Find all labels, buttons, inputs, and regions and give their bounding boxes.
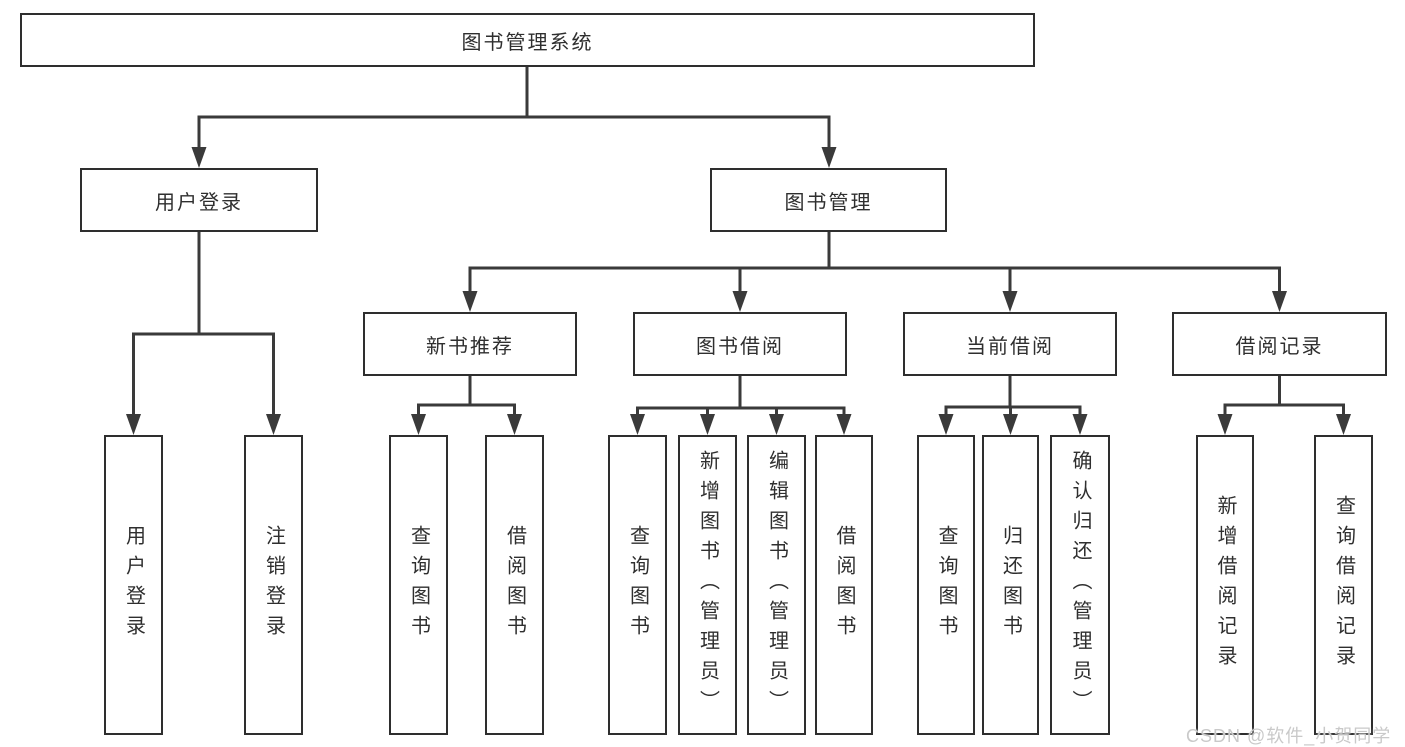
leaf-edit-books-admin: 编辑图书（管理员） [747,435,806,735]
connector-user-login [126,230,281,435]
leaf-label: 查询借阅记录 [1332,495,1355,675]
leaf-label: 用户登录 [122,525,145,645]
module-node-borrow-records: 借阅记录 [1172,312,1387,376]
leaf-label: 注销登录 [262,525,285,645]
leaf-label: 归还图书 [999,525,1022,645]
module-node-current-borrow: 当前借阅 [903,312,1117,376]
branch-node-book-management: 图书管理 [710,168,947,232]
connector-book-management [462,230,1287,312]
leaf-label: 查询图书 [626,525,649,645]
leaf-query-books-recommend: 查询图书 [389,435,448,735]
branch-node-user-login: 用户登录 [80,168,318,232]
connector-new-book-recommend [411,374,522,435]
leaf-logout: 注销登录 [244,435,303,735]
module-label: 新书推荐 [426,335,514,358]
connector-root [191,65,837,168]
leaf-return-books: 归还图书 [982,435,1039,735]
leaf-label: 查询图书 [935,525,957,645]
branch-label: 用户登录 [155,191,243,214]
leaf-query-books-current: 查询图书 [917,435,975,735]
module-label: 借阅记录 [1235,335,1324,358]
root-node: 图书管理系统 [20,13,1035,67]
branch-label: 图书管理 [784,191,873,214]
leaf-query-borrow-record: 查询借阅记录 [1314,435,1373,735]
module-node-book-borrow: 图书借阅 [633,312,847,376]
module-label: 当前借阅 [966,335,1054,358]
connector-borrow-records [1217,374,1351,435]
leaf-label: 新增借阅记录 [1214,495,1236,675]
connector-current-borrow [938,374,1088,435]
csdn-watermark: CSDN @软件_小贺同学 [1186,726,1392,746]
leaf-query-books-borrow: 查询图书 [608,435,667,735]
leaf-borrow-books-recommend: 借阅图书 [485,435,544,735]
leaf-label: 查询图书 [407,525,430,645]
leaf-label: 确认归还（管理员） [1069,450,1091,720]
leaf-user-login: 用户登录 [104,435,163,735]
connector-book-borrow [630,374,852,435]
leaf-label: 借阅图书 [833,525,855,645]
leaf-add-borrow-record: 新增借阅记录 [1196,435,1254,735]
leaf-add-books-admin: 新增图书（管理员） [678,435,737,735]
module-label: 图书借阅 [696,335,784,358]
leaf-label: 编辑图书（管理员） [765,450,788,720]
root-label: 图书管理系统 [461,31,594,54]
leaf-confirm-return-admin: 确认归还（管理员） [1050,435,1110,735]
module-node-new-book-recommend: 新书推荐 [363,312,577,376]
leaf-label: 借阅图书 [503,525,526,645]
leaf-borrow-books: 借阅图书 [815,435,873,735]
leaf-label: 新增图书（管理员） [696,450,719,720]
